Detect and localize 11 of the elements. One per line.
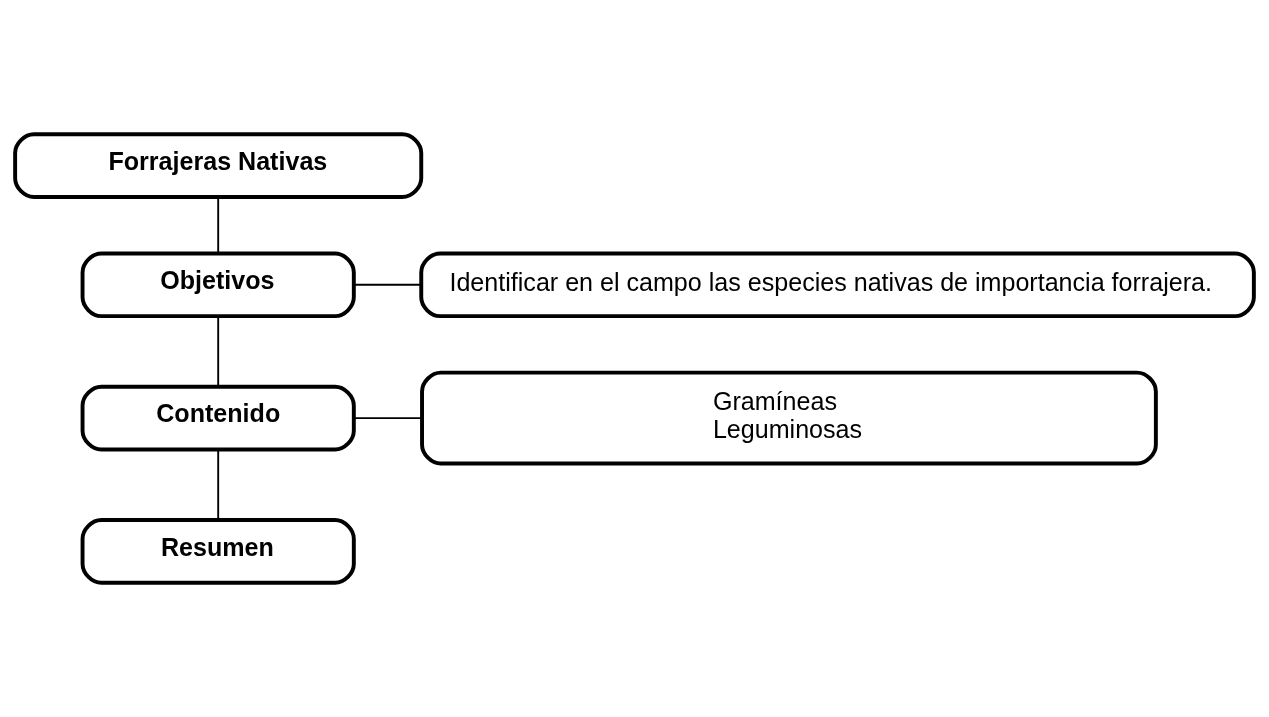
node-box: Gramíneas Leguminosas [420, 370, 1158, 466]
connector [353, 417, 423, 420]
node-box: Forrajeras Nativas [13, 132, 424, 199]
node-box: Contenido [80, 384, 356, 452]
connector [217, 448, 220, 521]
node-box: Resumen [80, 518, 356, 585]
node-box: Identificar en el campo las especies nativas de importancia forrajera. [419, 251, 1256, 319]
connector [217, 196, 220, 255]
node-box: Objetivos [80, 251, 356, 319]
connector [353, 283, 423, 286]
connector [217, 315, 220, 388]
